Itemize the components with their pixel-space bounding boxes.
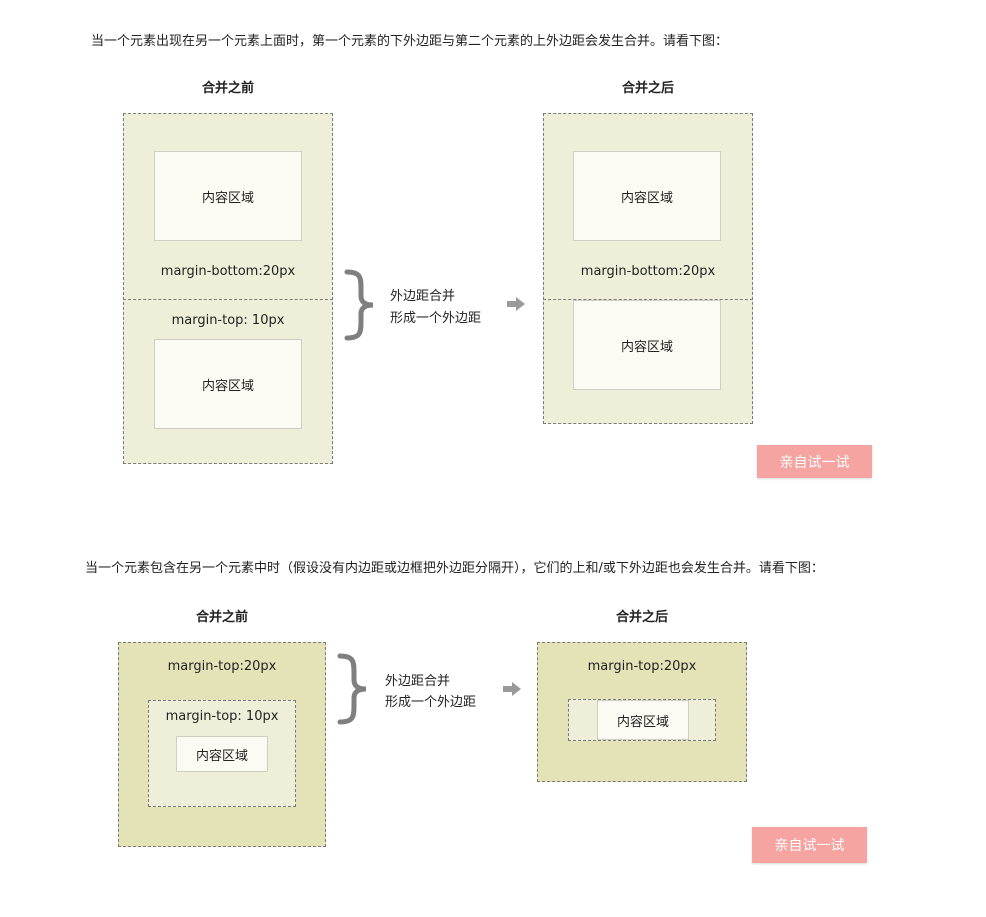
content-area-top-after: 内容区域 [573,151,721,241]
content-area-label: 内容区域 [616,714,669,730]
merge-note-line1: 外边距合并 [390,289,456,304]
arrow-right-icon [507,297,525,311]
inner-margin-label: margin-top: 10px [165,709,279,724]
merge-note2-line1: 外边距合并 [385,674,451,689]
content-area-label: 内容区域 [201,378,254,394]
content-area-top: 内容区域 [154,151,302,241]
curly-brace-icon [344,269,374,341]
content-area-nested: 内容区域 [176,736,268,772]
margin-bottom-label-after: margin-bottom:20px [580,264,716,279]
margin-bottom-label: margin-bottom:20px [160,264,296,279]
arrow-right-icon [503,682,521,696]
outer-margin-label-after: margin-top:20px [587,659,697,674]
content-area-label: 内容区域 [201,190,254,206]
section1-after-heading: 合并之后 [621,81,674,96]
content-area-label: 内容区域 [620,339,673,355]
try-it-button-1[interactable]: 亲自试一试 [757,445,872,478]
content-area-label: 内容区域 [195,748,248,764]
margin-top-label: margin-top: 10px [171,313,285,328]
section2-after-heading: 合并之后 [615,610,668,625]
merge-note-line2: 形成一个外边距 [390,311,482,326]
content-area-bottom-after: 内容区域 [573,300,721,390]
box-divider [123,299,333,300]
box-divider-after [543,299,753,300]
try-it-button-2[interactable]: 亲自试一试 [752,827,867,863]
section1-before-heading: 合并之前 [201,81,254,96]
content-area-nested-after: 内容区域 [597,700,689,740]
content-area-label: 内容区域 [620,190,673,206]
section2-intro: 当一个元素包含在另一个元素中时（假设没有内边距或边框把外边距分隔开），它们的上和… [85,561,824,576]
content-area-bottom: 内容区域 [154,339,302,429]
section2-before-heading: 合并之前 [195,610,248,625]
section1-intro: 当一个元素出现在另一个元素上面时，第一个元素的下外边距与第二个元素的上外边距会发… [91,34,729,49]
merge-note2-line2: 形成一个外边距 [385,695,477,710]
curly-brace-icon [337,653,367,725]
outer-margin-label: margin-top:20px [167,659,277,674]
